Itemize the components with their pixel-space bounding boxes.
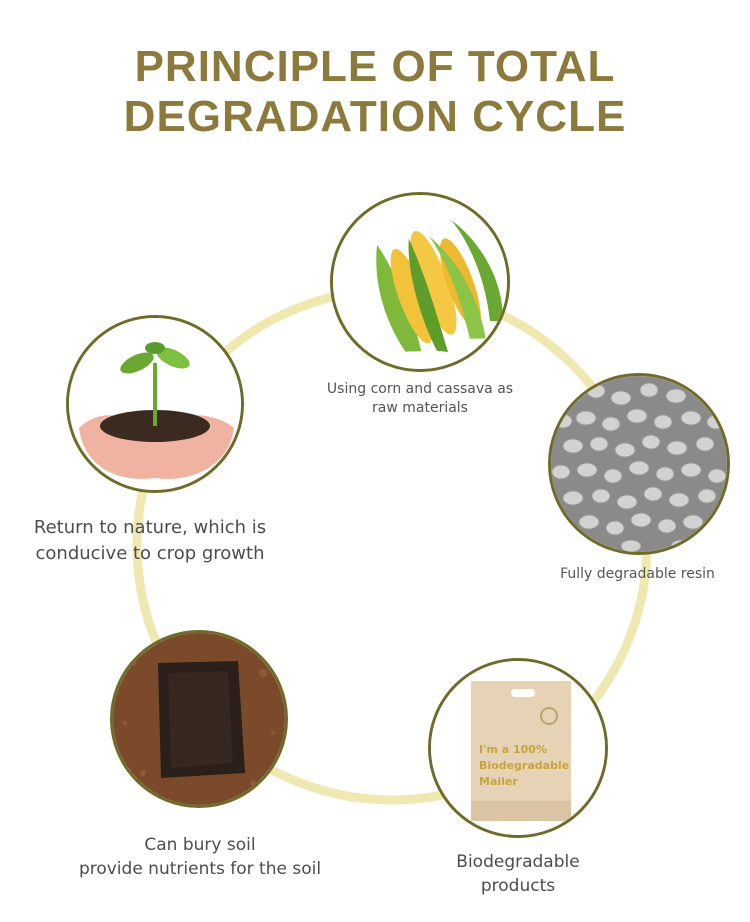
corn-caption: Using corn and cassava as raw materials <box>326 381 514 416</box>
buried-bag-icon <box>113 633 285 805</box>
svg-text:Mailer: Mailer <box>479 775 518 788</box>
corn-node <box>330 192 510 372</box>
resin-caption: Fully degradable resin <box>560 566 715 582</box>
products-caption: Biodegradable products <box>456 852 580 896</box>
soil-caption: Can bury soil provide nutrients for the … <box>78 835 322 879</box>
biodegradable-bag-icon: I'm a 100% Biodegradable Mailer <box>431 661 605 835</box>
page-title: PRINCIPLE OF TOTAL DEGRADATION CYCLE <box>0 42 750 142</box>
title-line-2: DEGRADATION CYCLE <box>123 92 627 141</box>
svg-text:Biodegradable: Biodegradable <box>479 759 569 772</box>
nature-node <box>66 315 244 493</box>
soil-node <box>110 630 288 808</box>
resin-pellets-icon <box>551 376 727 552</box>
corn-icon <box>333 195 507 369</box>
products-node: I'm a 100% Biodegradable Mailer <box>428 658 608 838</box>
svg-text:I'm a 100%: I'm a 100% <box>479 743 547 756</box>
resin-node <box>548 373 730 555</box>
seedling-hands-icon <box>69 318 241 490</box>
nature-caption: Return to nature, which is conducive to … <box>33 517 267 564</box>
title-line-1: PRINCIPLE OF TOTAL <box>134 42 616 91</box>
